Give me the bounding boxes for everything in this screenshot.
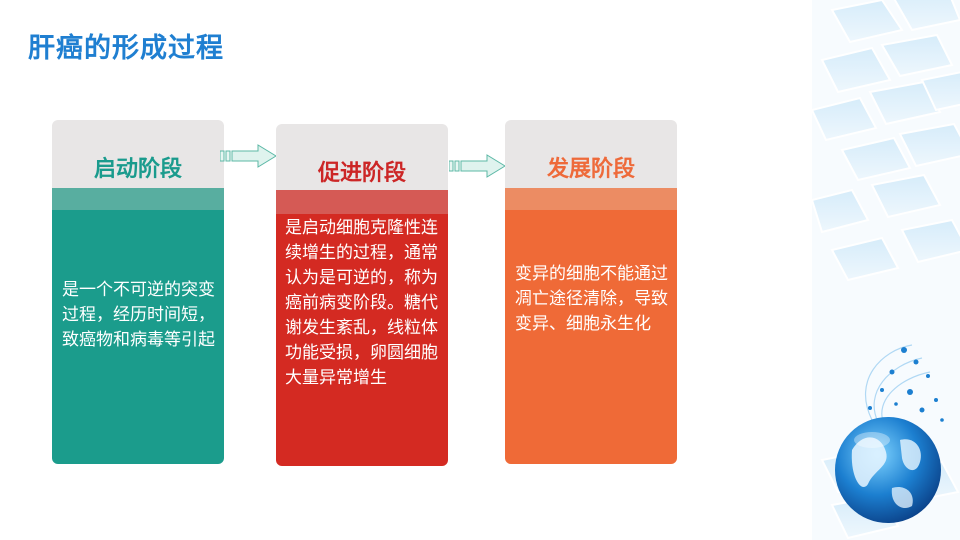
stage-card-header bbox=[276, 124, 448, 192]
stage-card-body bbox=[505, 210, 677, 464]
stage-heading: 促进阶段 bbox=[317, 161, 406, 186]
decorative-tiles bbox=[812, 0, 960, 540]
stage-description: 变异的细胞不能通过凋亡途径清除，导致变异、细胞永生化 bbox=[515, 264, 668, 334]
stage-card-strip bbox=[52, 188, 224, 210]
stage-card-strip bbox=[505, 188, 677, 210]
stage-card-promotion: 促进阶段 是启动细胞克隆性连续增生的过程，通常认为是可逆的，称为癌前病变阶段。糖… bbox=[276, 124, 448, 466]
globe-icon bbox=[835, 417, 941, 523]
stage-card-progression: 发展阶段 变异的细胞不能通过凋亡途径清除，导致变异、细胞永生化 bbox=[505, 120, 677, 464]
stage-description: 是启动细胞克隆性连续增生的过程，通常认为是可逆的，称为癌前病变阶段。糖代谢发生紊… bbox=[285, 218, 438, 388]
stage-card-header bbox=[505, 120, 677, 188]
stage-card-start: 启动阶段 是一个不可逆的突变过程，经历时间短，致癌物和病毒等引起 bbox=[52, 120, 224, 464]
stage-card-strip bbox=[276, 190, 448, 214]
stage-card-header bbox=[52, 120, 224, 188]
stage-card-body bbox=[52, 210, 224, 464]
stage-description: 是一个不可逆的突变过程，经历时间短，致癌物和病毒等引起 bbox=[62, 280, 215, 350]
arrow-right-icon bbox=[449, 154, 506, 178]
arrow-right-icon bbox=[220, 144, 277, 168]
stage-card-body bbox=[276, 214, 448, 466]
stage-heading: 启动阶段 bbox=[93, 157, 182, 182]
decorative-panel bbox=[812, 0, 960, 540]
stage-heading: 发展阶段 bbox=[546, 157, 635, 182]
slide-title: 肝癌的形成过程 bbox=[28, 33, 224, 64]
